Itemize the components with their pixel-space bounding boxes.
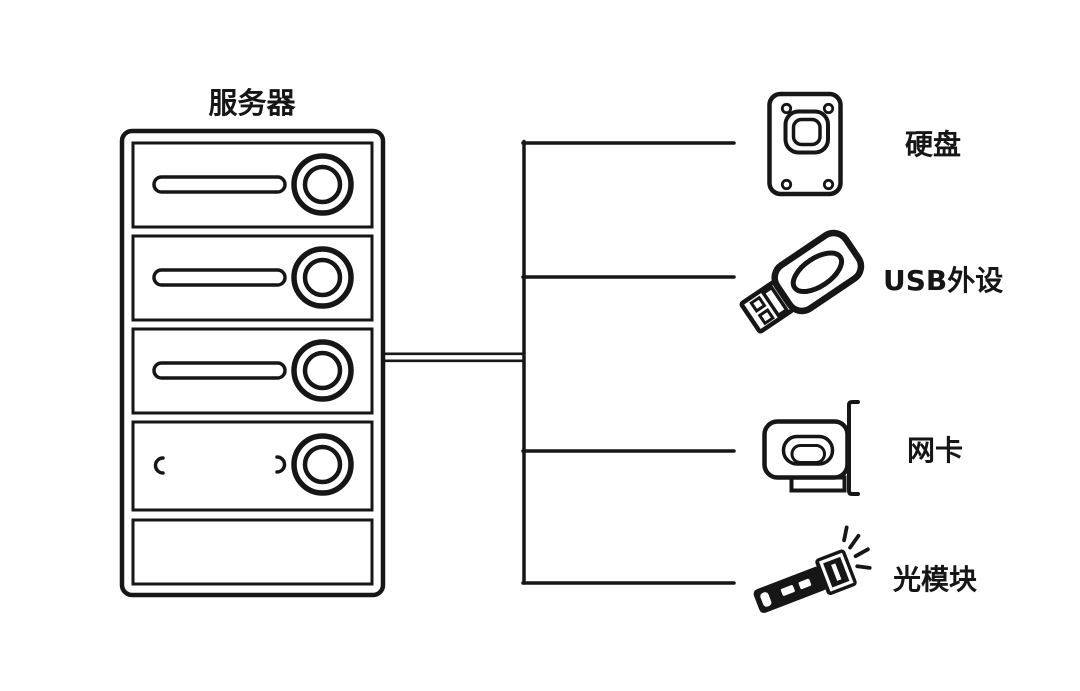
module-lens-slit: [831, 563, 842, 581]
network-card-icon: [762, 400, 860, 496]
drive-bay-1: [131, 141, 374, 229]
screw-hole: [822, 102, 835, 115]
drive-ring: [291, 246, 354, 309]
usb-device-icon: [739, 229, 865, 334]
module-pin: [780, 585, 795, 596]
server-label: 服务器: [208, 86, 296, 120]
drive-slot: [152, 361, 287, 380]
drive-bay-2: [131, 234, 374, 322]
drive-ring: [291, 339, 354, 402]
light-rays: [842, 525, 872, 570]
screw-hole: [822, 178, 835, 191]
module-lens-ring: [818, 552, 854, 592]
usb-collar: [760, 285, 790, 318]
nic-body: [762, 419, 850, 480]
peripheral-label-usb-device: USB外设: [883, 264, 1004, 297]
nic-port-inner: [790, 444, 826, 464]
drive-slot-left-cap: [153, 456, 165, 475]
drive-bay-3: [131, 327, 374, 415]
drive-bay-4: [131, 420, 374, 512]
spindle-inner: [791, 117, 822, 147]
peripheral-label-optical-module: 光模块: [893, 563, 978, 596]
spindle-outer: [783, 109, 830, 155]
usb-body-label: [790, 250, 845, 295]
hard-disk-icon: [767, 91, 843, 197]
module-pin: [798, 578, 812, 590]
module-latch: [760, 592, 772, 607]
drive-slot: [152, 268, 287, 287]
peripheral-label-hard-disk: 硬盘: [905, 128, 962, 161]
optical-module-icon: [753, 525, 872, 613]
drive-slot: [152, 175, 287, 194]
server-chassis: [119, 128, 386, 598]
nic-edge-connector: [789, 475, 847, 493]
nic-bracket: [847, 400, 860, 496]
usb-body: [771, 229, 865, 315]
usb-contact: [749, 295, 767, 313]
drive-ring: [291, 433, 354, 496]
server-icon: [119, 128, 386, 598]
screw-hole: [780, 102, 793, 115]
screw-hole: [780, 178, 793, 191]
peripheral-label-network-card: 网卡: [907, 434, 964, 467]
drive-slot-right-cap: [275, 455, 287, 474]
usb-contact: [757, 308, 775, 326]
drive-ring: [291, 153, 354, 216]
server-bottom-panel: [131, 518, 374, 586]
connector-lines: [382, 139, 736, 585]
